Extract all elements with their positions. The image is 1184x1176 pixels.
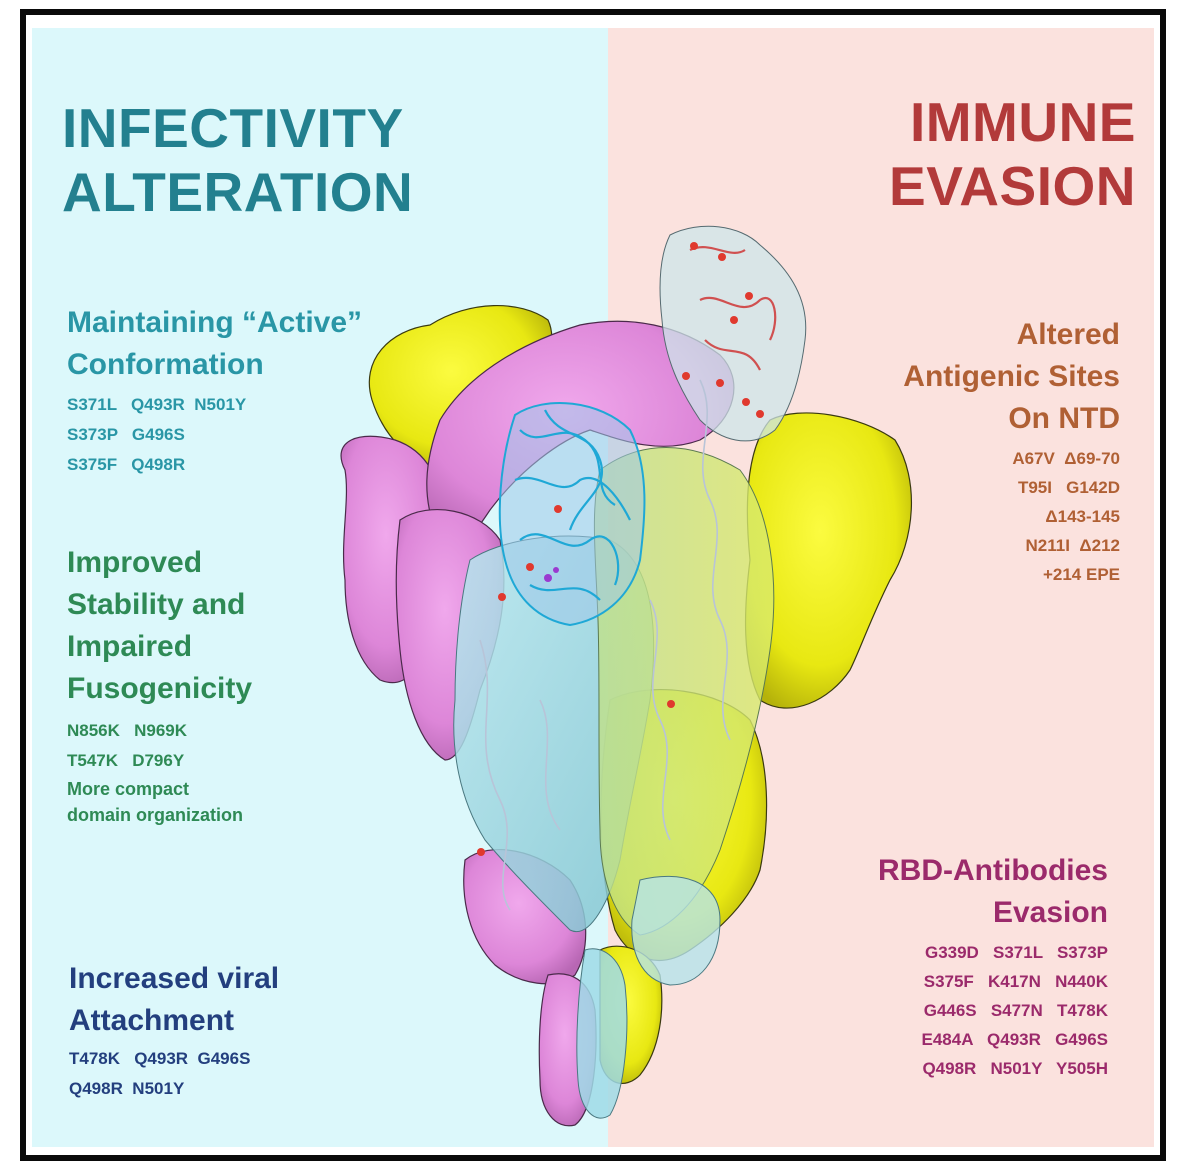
- section-heading: Evasion: [992, 896, 1108, 929]
- mutation-row: S371L Q493R N501Y: [67, 395, 247, 414]
- figure-frame: [20, 9, 1166, 1161]
- section-heading: Antigenic Sites: [903, 360, 1120, 393]
- mutation-row: Q498R N501Y: [69, 1079, 185, 1098]
- section-heading: On NTD: [1008, 402, 1120, 435]
- section-heading: Conformation: [67, 348, 264, 381]
- mutation-row: T95I G142D: [1017, 478, 1120, 497]
- section-heading: Impaired: [67, 630, 193, 663]
- rbd-antibodies-section: RBD-Antibodies Evasion G339D S371L S373P…: [768, 850, 1108, 1083]
- section-heading: Improved: [67, 546, 203, 579]
- attachment-section: Increased viral Attachment T478K Q493R G…: [69, 958, 279, 1104]
- title-line: EVASION: [889, 155, 1136, 217]
- mutation-row: +214 EPE: [1042, 565, 1120, 584]
- section-heading: Attachment: [69, 1004, 235, 1037]
- section-heading: Stability and: [67, 588, 246, 621]
- mutation-row: T547K D796Y: [67, 751, 185, 770]
- mutation-row: G339D S371L S373P: [924, 943, 1108, 962]
- section-heading: Maintaining “Active”: [67, 306, 363, 339]
- mutation-row: N856K N969K: [67, 721, 188, 740]
- mutation-row: S375F Q498R: [67, 455, 186, 474]
- ntd-section: Altered Antigenic Sites On NTD A67V Δ69-…: [820, 314, 1120, 589]
- active-conformation-section: Maintaining “Active” Conformation S371L …: [67, 302, 362, 480]
- mutation-row: E484A Q493R G496S: [921, 1030, 1108, 1049]
- mutation-row: G446S S477N T478K: [923, 1001, 1108, 1020]
- title-line: IMMUNE: [909, 91, 1136, 153]
- mutation-row: Q498R N501Y Y505H: [922, 1059, 1108, 1078]
- mutation-row: A67V Δ69-70: [1012, 449, 1120, 468]
- section-heading: Altered: [1016, 318, 1120, 351]
- title-line: INFECTIVITY: [62, 97, 404, 159]
- mutation-row: N211I Δ212: [1025, 536, 1120, 555]
- mutation-row: S375F K417N N440K: [923, 972, 1108, 991]
- infectivity-title: INFECTIVITY ALTERATION: [62, 96, 413, 224]
- mutation-row: T478K Q493R G496S: [69, 1049, 251, 1068]
- section-heading: Fusogenicity: [67, 672, 253, 705]
- mutation-row: S373P G496S: [67, 425, 185, 444]
- section-heading: RBD-Antibodies: [878, 854, 1108, 887]
- mutation-row: Δ143-145: [1045, 507, 1120, 526]
- title-line: ALTERATION: [62, 161, 414, 223]
- note-line: domain organization: [67, 805, 244, 825]
- section-heading: Increased viral: [69, 962, 280, 995]
- stability-section: Improved Stability and Impaired Fusogeni…: [67, 542, 252, 828]
- note-line: More compact: [67, 779, 190, 799]
- immune-evasion-title: IMMUNE EVASION: [816, 90, 1136, 218]
